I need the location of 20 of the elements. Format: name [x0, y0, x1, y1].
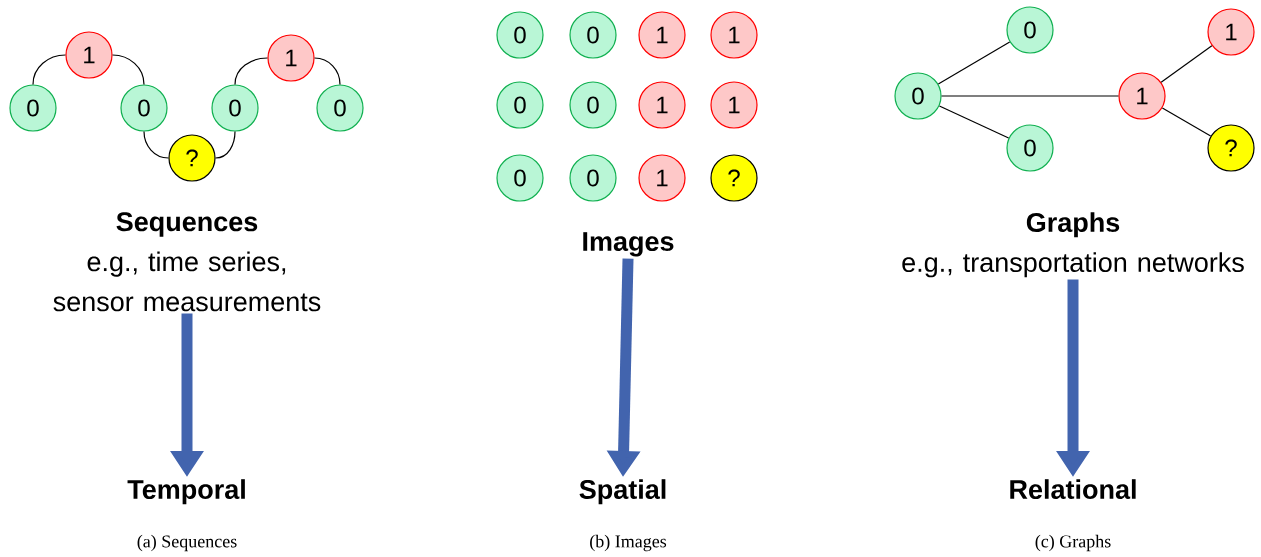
connector-line [937, 41, 1011, 85]
connector-line [938, 105, 1010, 139]
caption-text: (b) Images [590, 534, 667, 552]
caption-text: (a) Sequences [137, 534, 237, 552]
connector-line [941, 95, 1119, 97]
connector-line [1161, 107, 1212, 137]
heading-text: Images [583, 232, 674, 257]
connector-line [234, 57, 268, 85]
connector-line [143, 131, 169, 159]
description-text: Graphs e.g., transportation networks [902, 212, 1244, 278]
caption-text: (c) Graphs [1035, 534, 1111, 552]
description-text: Sequences e.g., time series, sensor measurements [53, 212, 321, 312]
connector-line [1160, 45, 1213, 83]
heading-text: Spatial [579, 479, 666, 505]
connector-line [215, 131, 236, 159]
connector-line [32, 54, 66, 85]
heading-text: Temporal [127, 479, 245, 505]
heading-text: Relational [1010, 479, 1136, 500]
connector-line [314, 57, 341, 85]
connector-line [112, 54, 145, 85]
